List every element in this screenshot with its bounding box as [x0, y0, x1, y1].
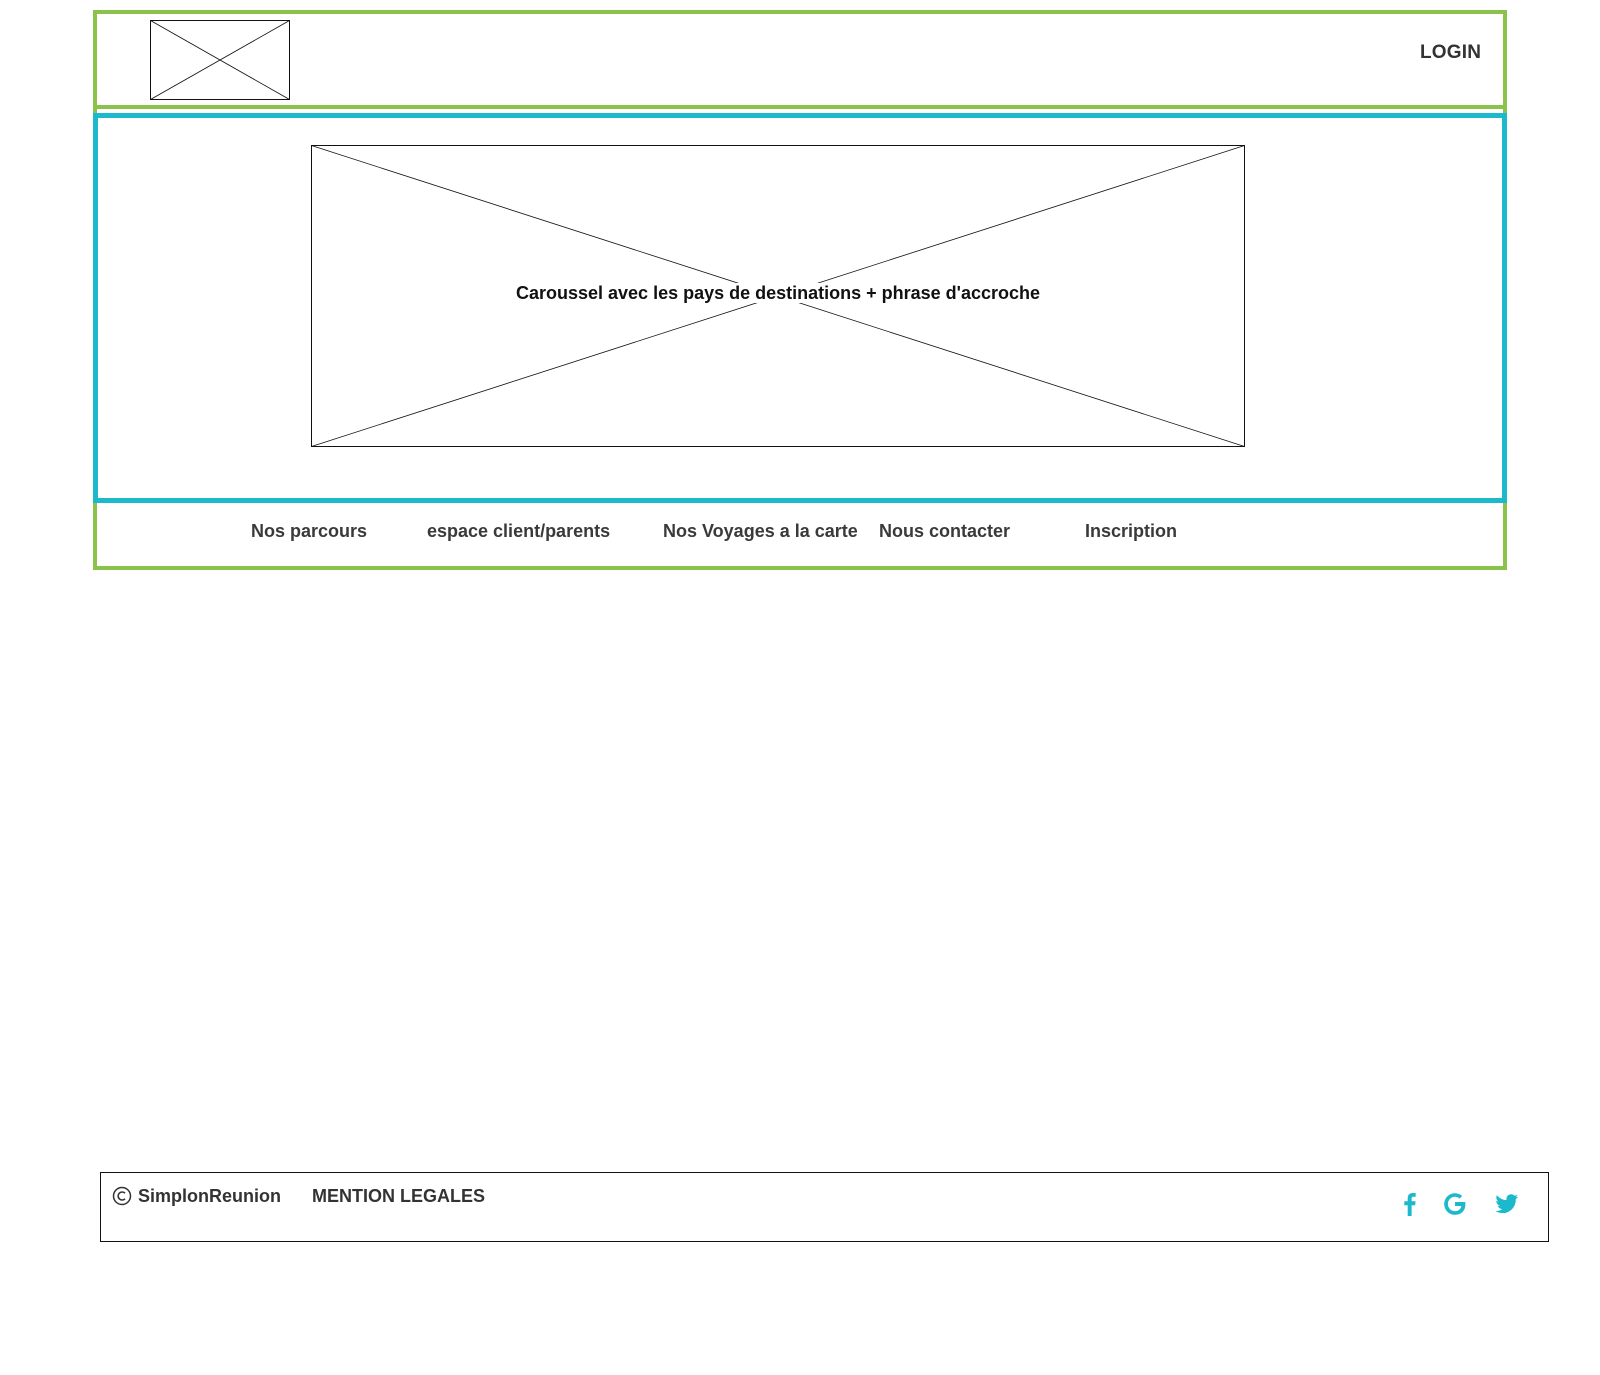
twitter-icon[interactable]	[1494, 1191, 1520, 1217]
copyright: SimplonReunion	[112, 1186, 281, 1207]
copyright-icon	[112, 1186, 132, 1206]
carousel-image-placeholder-icon	[311, 145, 1245, 447]
nav-item-espace-client[interactable]: espace client/parents	[427, 521, 611, 541]
login-link[interactable]: LOGIN	[1420, 42, 1482, 63]
facebook-icon[interactable]	[1397, 1191, 1423, 1217]
header-divider	[93, 105, 1507, 109]
nav-item-nous-contacter[interactable]: Nous contacter	[879, 521, 1011, 541]
nav-item-inscription[interactable]: Inscription	[1085, 521, 1178, 541]
google-icon[interactable]	[1442, 1191, 1468, 1217]
nav-item-nos-voyages[interactable]: Nos Voyages a la carte	[663, 521, 858, 541]
logo-image-placeholder-icon	[150, 20, 290, 100]
copyright-text: SimplonReunion	[138, 1186, 281, 1206]
legal-mentions-link[interactable]: MENTION LEGALES	[312, 1186, 486, 1206]
logo-placeholder[interactable]	[150, 20, 290, 100]
nav-item-nos-parcours[interactable]: Nos parcours	[251, 521, 368, 541]
carousel[interactable]: Caroussel avec les pays de destinations …	[311, 145, 1245, 447]
carousel-frame	[93, 113, 1507, 503]
footer: SimplonReunion MENTION LEGALES	[100, 1172, 1549, 1242]
